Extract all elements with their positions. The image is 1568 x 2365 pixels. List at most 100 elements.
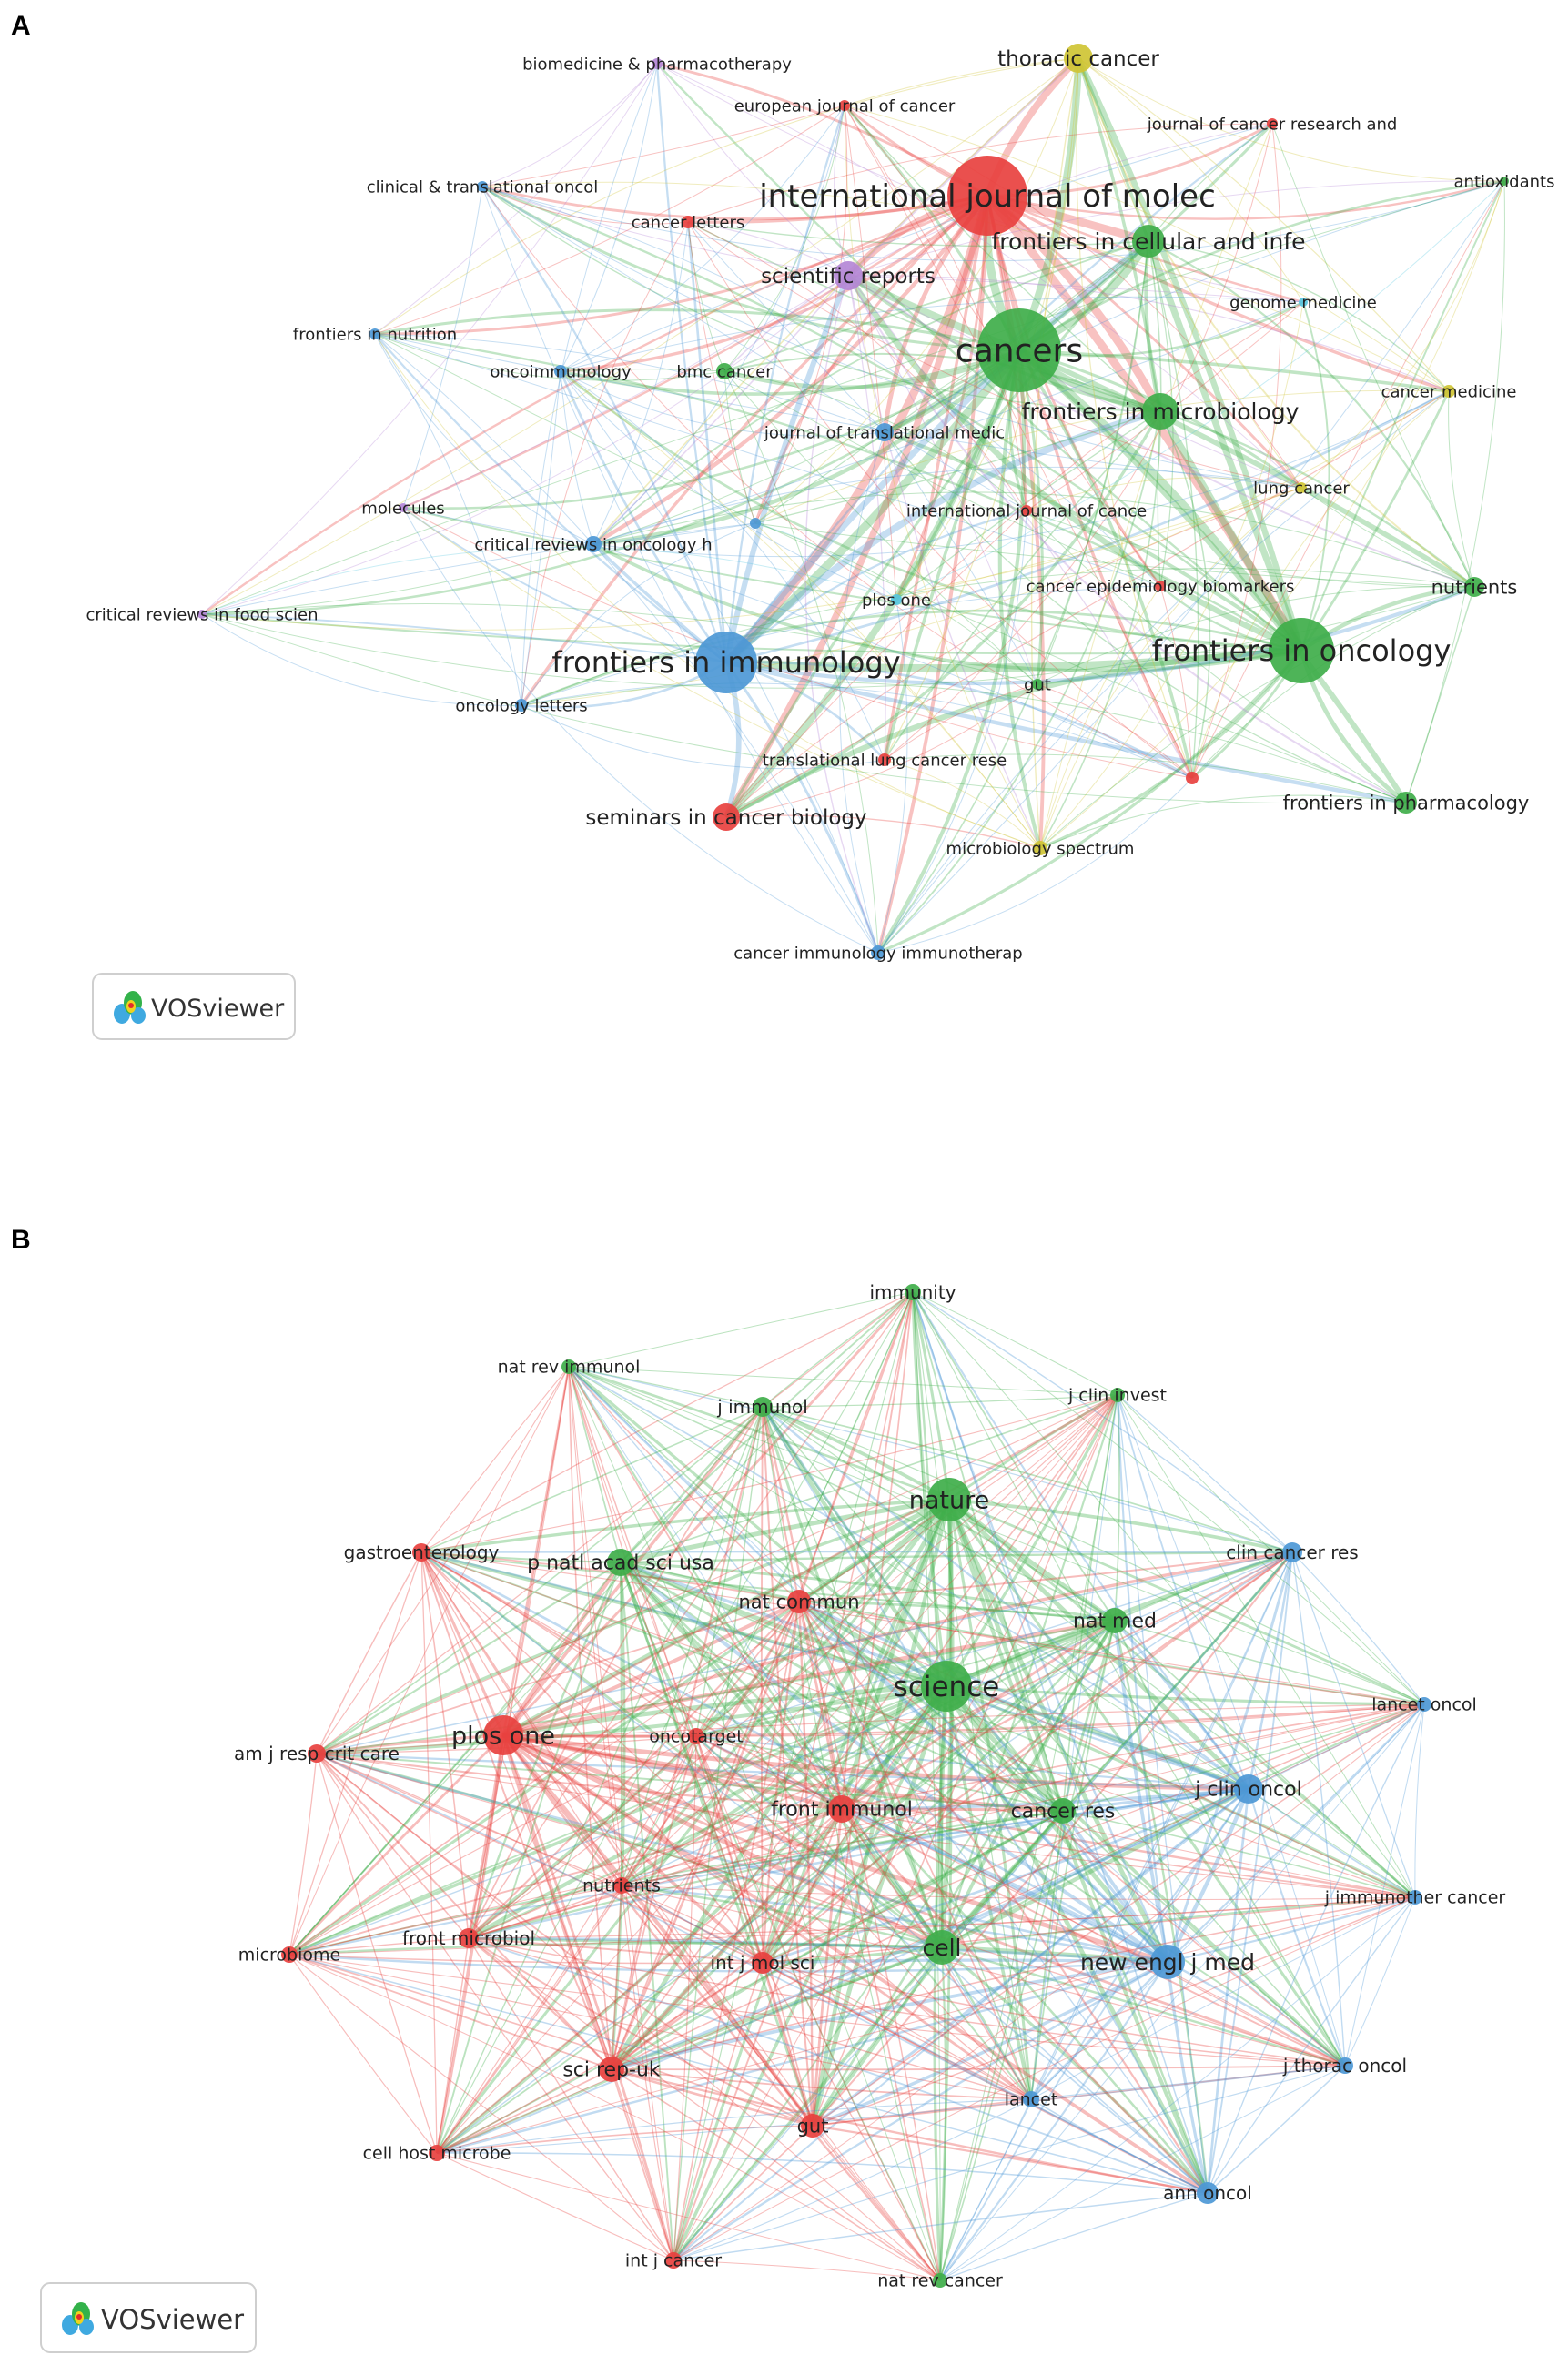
- node-fpharm[interactable]: [1395, 792, 1417, 814]
- node-scirepuk[interactable]: [599, 2057, 624, 2082]
- node-oncolet[interactable]: [515, 699, 528, 712]
- edge-nutA-bluesm: [754, 522, 1475, 588]
- node-redsm[interactable]: [1186, 772, 1199, 784]
- node-natmed[interactable]: [1102, 1608, 1128, 1633]
- node-gutB[interactable]: [801, 2114, 824, 2138]
- node-bluesm[interactable]: [750, 518, 761, 529]
- node-jclin[interactable]: [1110, 1388, 1125, 1402]
- node-jcrc[interactable]: [1267, 118, 1278, 129]
- node-lungcan[interactable]: [1296, 482, 1307, 493]
- edge-frontmic-clincr: [468, 1551, 1293, 1939]
- node-jtm[interactable]: [875, 423, 894, 441]
- node-oncotarget[interactable]: [688, 1728, 704, 1744]
- edge-frontimm-ijms2: [761, 1808, 844, 1964]
- node-clintrans[interactable]: [477, 181, 488, 192]
- node-lancet[interactable]: [1023, 2091, 1039, 2107]
- node-natrevcan[interactable]: [933, 2273, 947, 2288]
- edge-jcrc-tlcr: [884, 123, 1273, 761]
- node-cancres[interactable]: [1050, 1798, 1076, 1824]
- node-crfood[interactable]: [197, 610, 207, 619]
- edge-microbiome-ijcan: [288, 1954, 674, 2261]
- node-chm[interactable]: [429, 2145, 445, 2161]
- node-nejm[interactable]: [1150, 1945, 1185, 1979]
- edge-frontimm-natcommun: [797, 1601, 844, 1810]
- node-frontimm[interactable]: [828, 1795, 855, 1823]
- edge-pnas-jimmunol: [620, 1406, 764, 1563]
- edge-lancetonc-jitc: [1414, 1703, 1425, 1898]
- node-crit[interactable]: [585, 536, 602, 552]
- node-gutA[interactable]: [1032, 679, 1043, 690]
- node-semcb[interactable]: [713, 803, 740, 831]
- node-microbiome[interactable]: [281, 1946, 298, 1963]
- node-bmccan[interactable]: [716, 363, 733, 379]
- node-jto[interactable]: [1337, 2057, 1353, 2074]
- node-ajrccm[interactable]: [308, 1744, 326, 1763]
- node-pnas[interactable]: [607, 1549, 634, 1576]
- node-natcommun[interactable]: [787, 1590, 811, 1613]
- edge-ijms-fnut: [374, 194, 988, 336]
- node-jco[interactable]: [1234, 1774, 1263, 1804]
- node-fnut[interactable]: [369, 328, 380, 339]
- edge-gutB-lancetonc: [812, 1703, 1425, 2127]
- node-ijms[interactable]: [947, 156, 1027, 236]
- node-clincr[interactable]: [1282, 1542, 1302, 1562]
- node-frontmic[interactable]: [459, 1928, 479, 1948]
- node-antiox[interactable]: [1500, 177, 1509, 186]
- edge-science-lancetonc: [946, 1684, 1425, 1706]
- edge-jco-jto: [1248, 1788, 1346, 2067]
- node-canlet[interactable]: [682, 216, 694, 228]
- edge-plosB-jitc: [502, 1733, 1416, 1899]
- node-tlcr[interactable]: [878, 753, 891, 766]
- node-nutA[interactable]: [1464, 577, 1484, 597]
- node-fcell[interactable]: [1132, 225, 1165, 258]
- edge-oncotarget-jitc: [695, 1735, 1416, 1898]
- node-ijc[interactable]: [1021, 505, 1032, 516]
- edge-natcommun-natrevcan: [798, 1601, 941, 2281]
- edge-natcommun-lancet: [798, 1601, 1032, 2100]
- node-biomed[interactable]: [652, 58, 663, 69]
- edge-genome-crit: [592, 301, 1304, 545]
- node-annonc[interactable]: [1197, 2182, 1219, 2204]
- node-natrevimm[interactable]: [561, 1359, 576, 1374]
- edge-clintrans-canlet: [481, 186, 689, 225]
- node-nutB[interactable]: [613, 1877, 630, 1894]
- node-science[interactable]: [921, 1661, 972, 1712]
- node-fmicro[interactable]: [1142, 393, 1179, 430]
- node-cebp[interactable]: [1155, 581, 1166, 591]
- node-jitc[interactable]: [1408, 1890, 1422, 1905]
- node-plosB[interactable]: [483, 1715, 523, 1755]
- node-scirep[interactable]: [834, 261, 863, 290]
- node-ijms2[interactable]: [752, 1952, 774, 1974]
- node-fonc[interactable]: [1269, 618, 1334, 683]
- node-canmed[interactable]: [1442, 385, 1455, 398]
- edge-scirepuk-jimmunol: [610, 1406, 764, 2070]
- node-plosA[interactable]: [891, 594, 902, 605]
- node-genome[interactable]: [1299, 298, 1308, 307]
- edge-fonc-fcell: [1145, 239, 1305, 652]
- node-fimm[interactable]: [695, 632, 757, 693]
- node-nature[interactable]: [927, 1478, 971, 1521]
- edge-fimm-fnut: [374, 333, 727, 663]
- node-ijcan[interactable]: [665, 2252, 682, 2269]
- node-gastro[interactable]: [412, 1543, 430, 1562]
- edge-science-gastro: [420, 1551, 947, 1688]
- node-cii[interactable]: [871, 945, 885, 960]
- edge-biomed-oncolet: [521, 63, 658, 706]
- node-immunity[interactable]: [905, 1284, 921, 1300]
- edge-jco-jclin: [1117, 1394, 1249, 1790]
- node-oncoimm[interactable]: [554, 365, 567, 378]
- edge-nutB-jto: [621, 1885, 1346, 2067]
- edge-nature-cell: [939, 1499, 955, 1948]
- node-jimmunol[interactable]: [753, 1397, 773, 1417]
- edge-scirepuk-lancet: [611, 2068, 1032, 2100]
- node-microspec[interactable]: [1033, 841, 1047, 855]
- node-lancetonc[interactable]: [1417, 1697, 1431, 1712]
- edge-jto-natrevcan: [939, 2065, 1346, 2281]
- node-ejc[interactable]: [839, 100, 850, 111]
- edge-jco-gutB: [812, 1787, 1249, 2127]
- node-thoracic[interactable]: [1064, 44, 1093, 73]
- node-cell[interactable]: [925, 1930, 959, 1965]
- node-cancers[interactable]: [977, 308, 1061, 392]
- edge-ejc-clintrans: [481, 105, 845, 187]
- node-molec[interactable]: [399, 503, 408, 512]
